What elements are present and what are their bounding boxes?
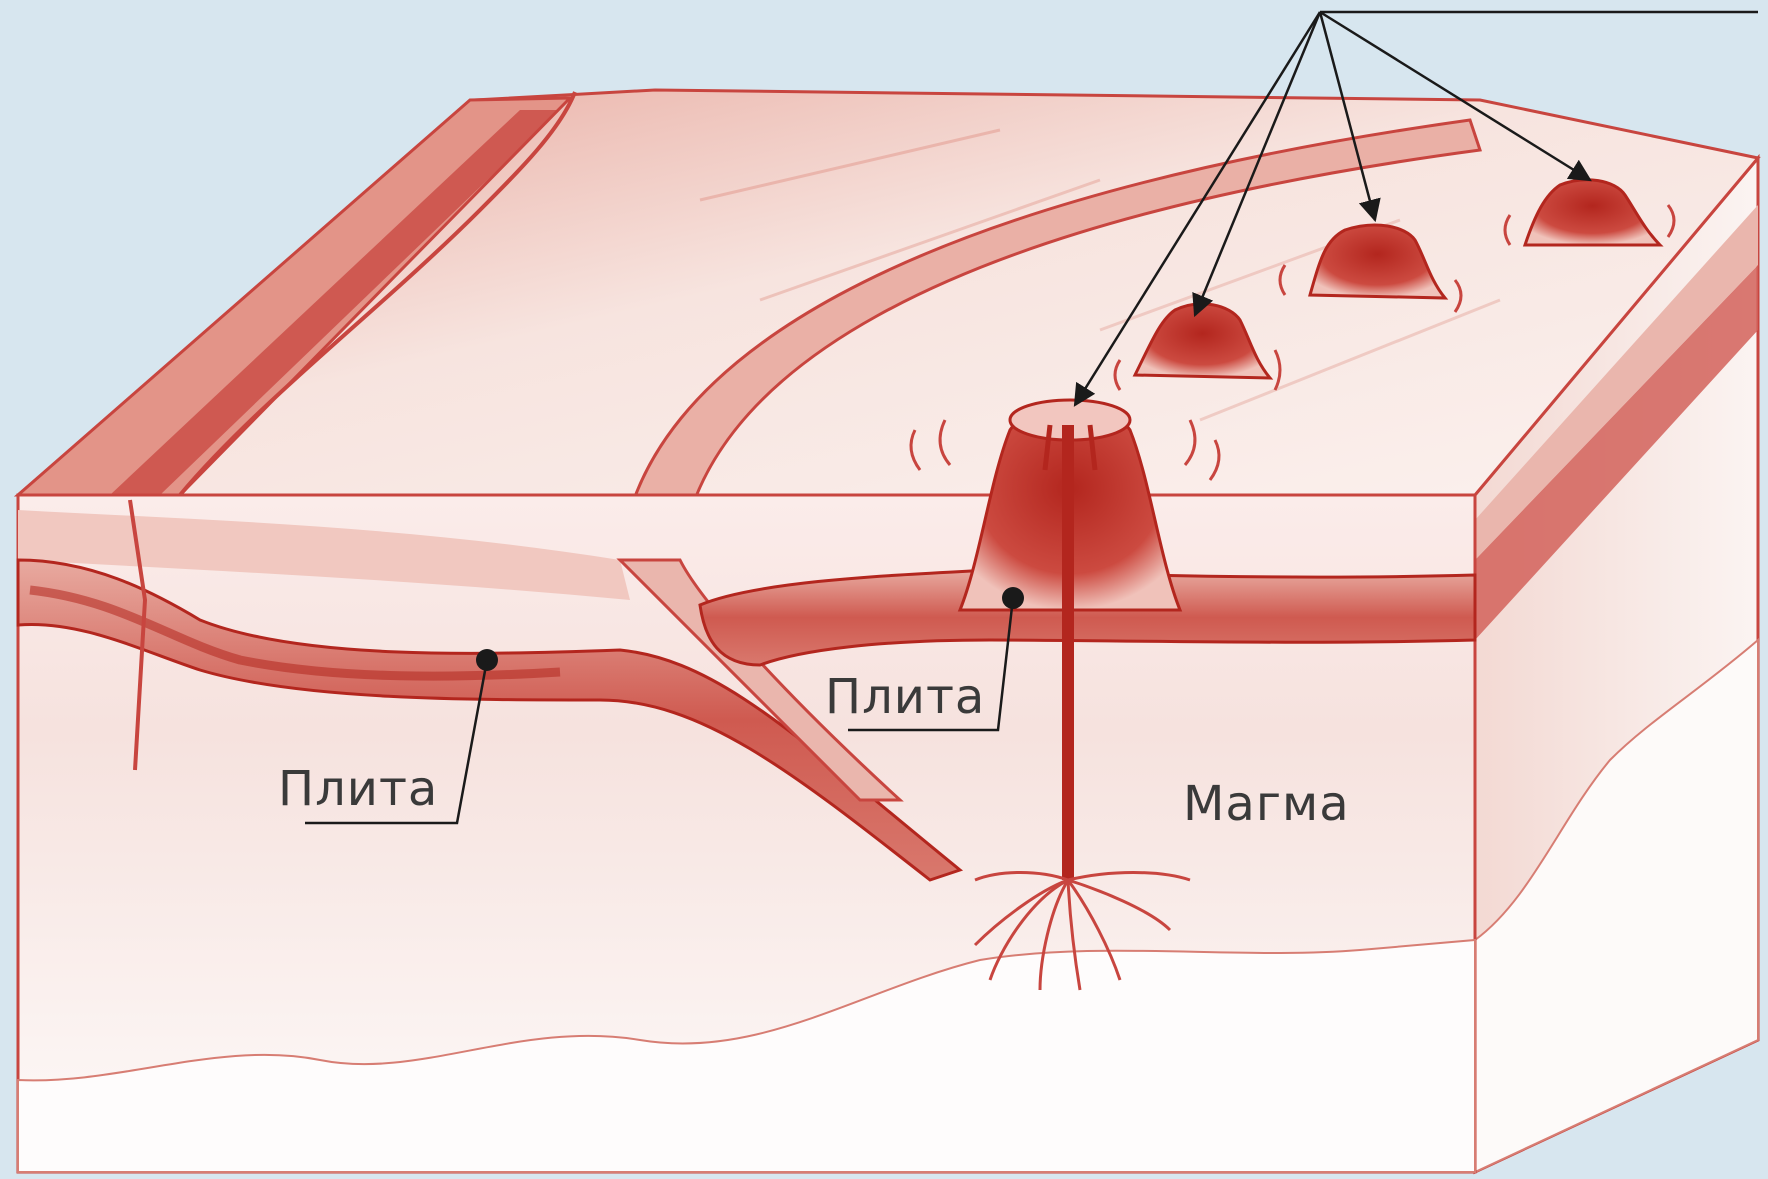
- label-magma: Магма: [1183, 776, 1350, 832]
- label-plate-left: Плита: [278, 761, 438, 817]
- block-front-face: [18, 495, 1475, 1172]
- label-plate-center: Плита: [825, 669, 985, 725]
